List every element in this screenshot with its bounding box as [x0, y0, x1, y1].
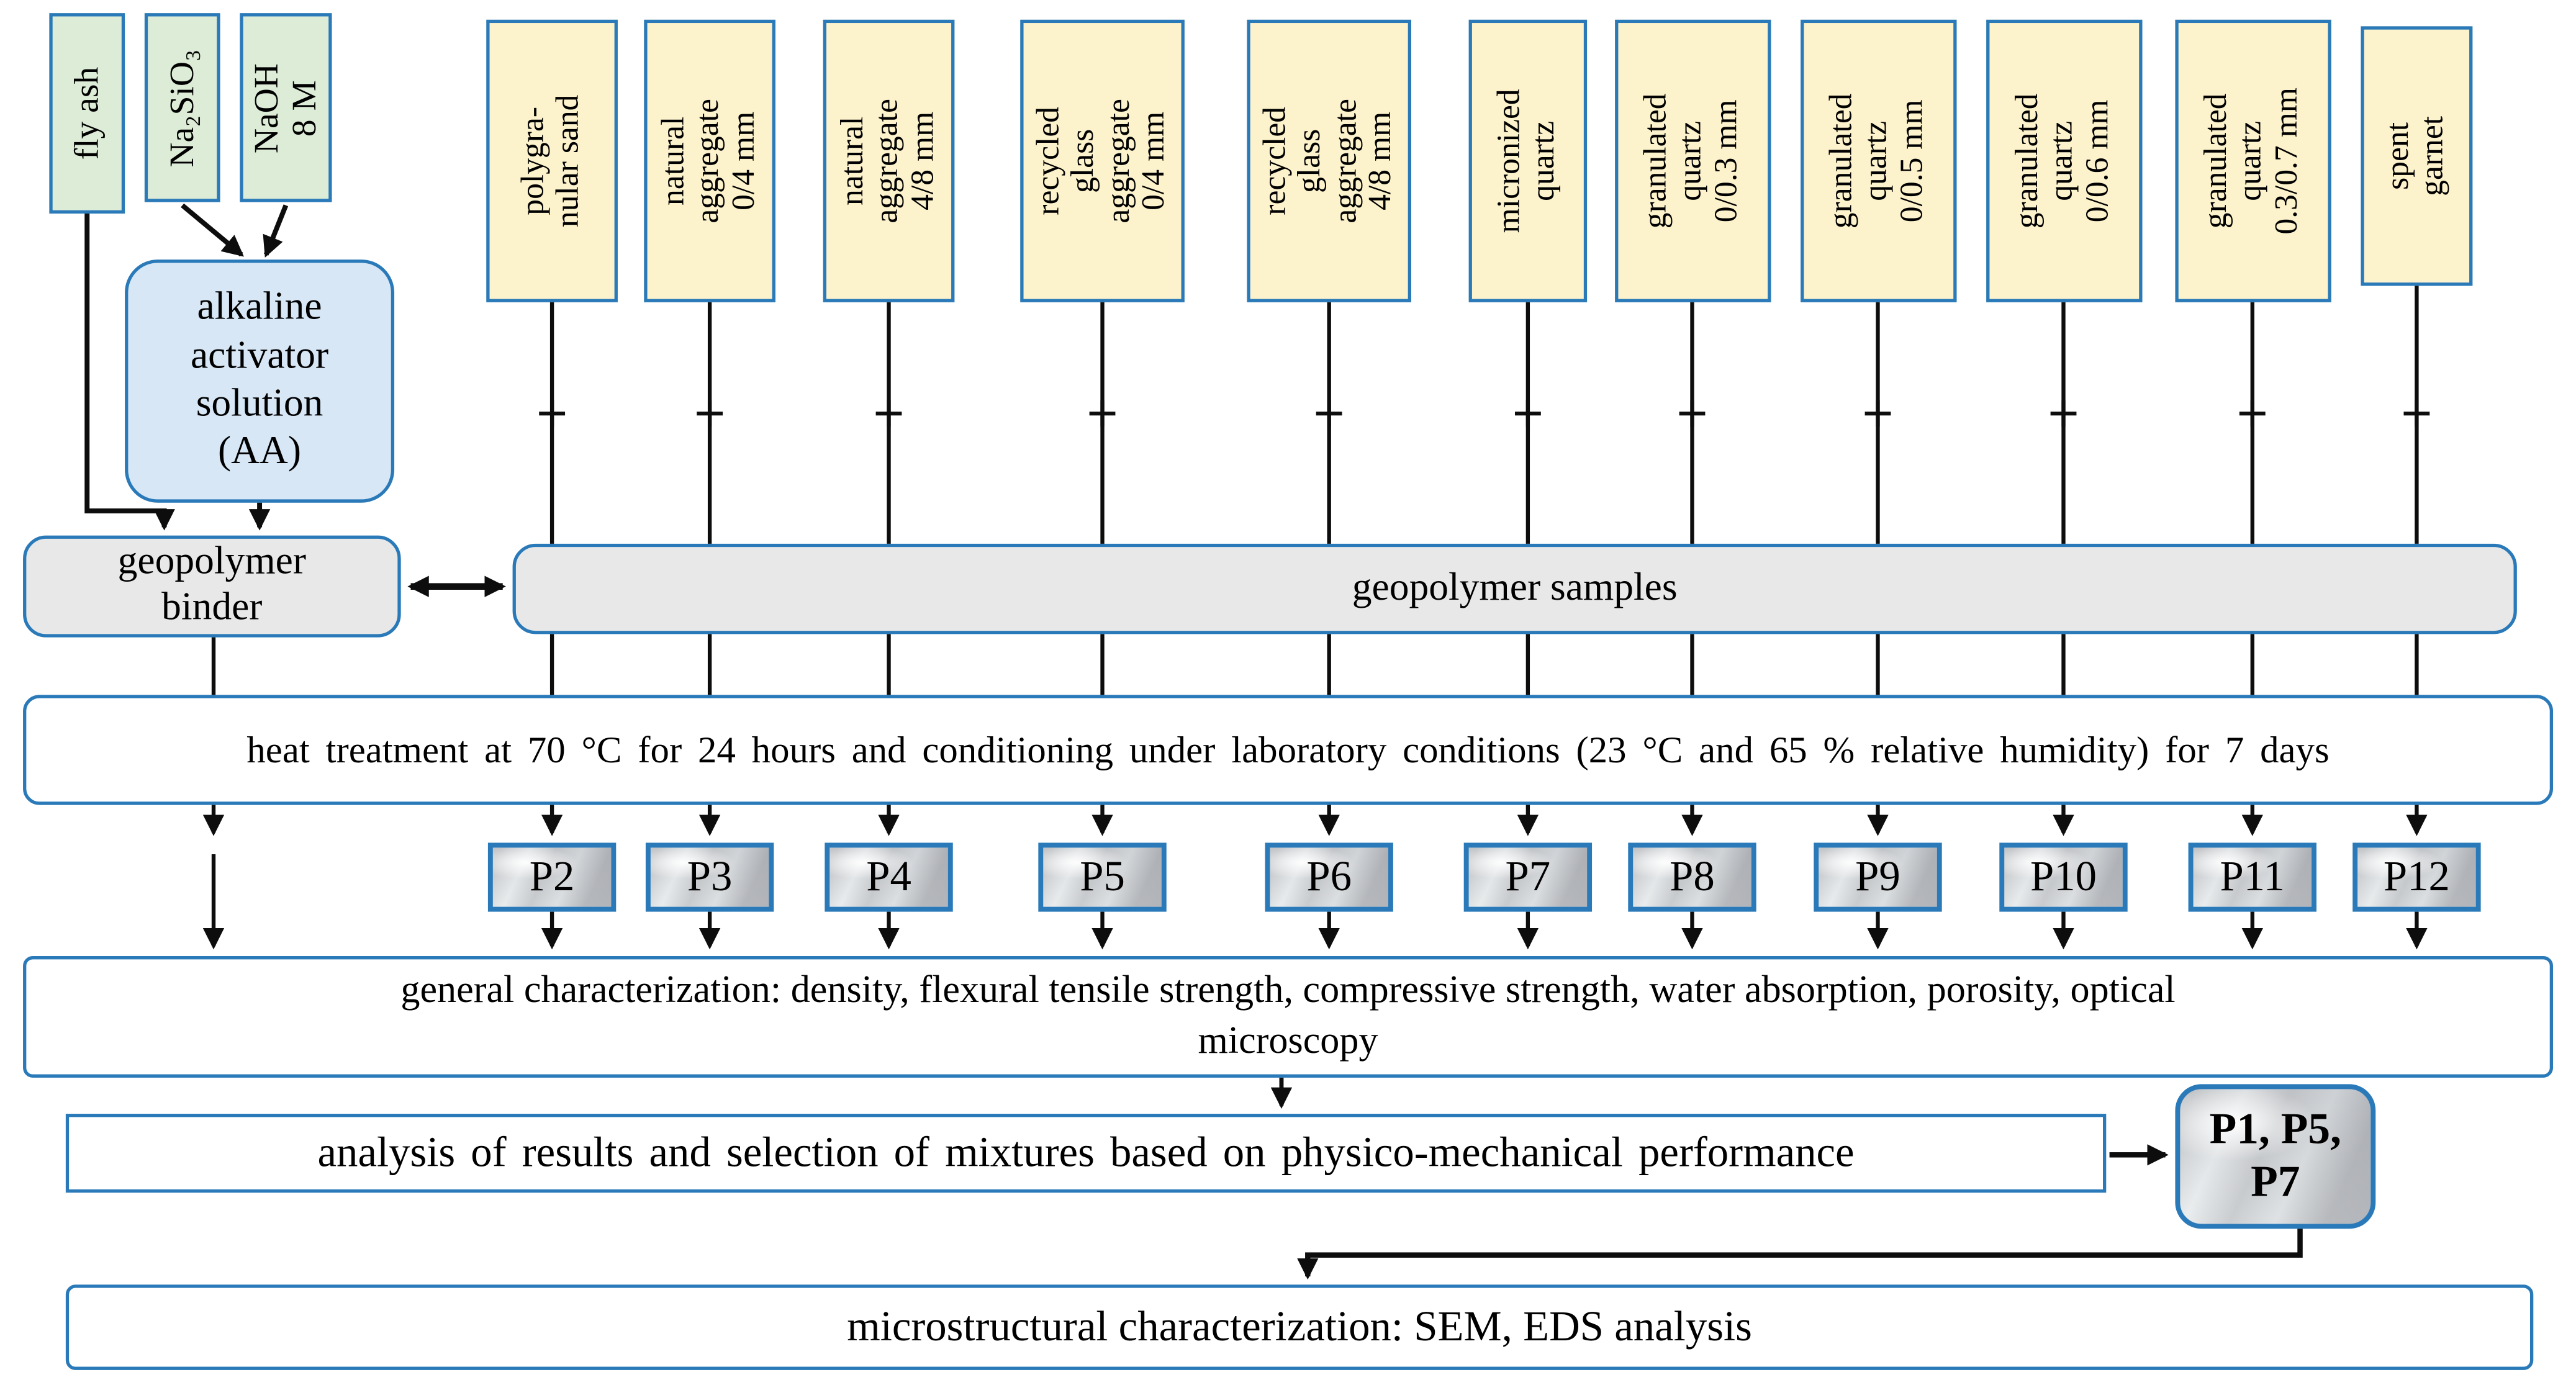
selected-samples-box: P1, P5, P7 [2175, 1084, 2376, 1229]
sample-box-P8: P8 [1628, 842, 1756, 912]
sample-box-P10: P10 [1999, 842, 2128, 912]
microstructural-box: microstructural characterization: SEM, E… [65, 1284, 2534, 1370]
sample-box-P2: P2 [487, 842, 617, 912]
plus-sign: + [694, 384, 726, 446]
arrow-sodium-silicate-to-aa [181, 203, 244, 257]
sodium-silicate-label: Na₂SiO₃ [161, 48, 202, 167]
sample-box-P3: P3 [645, 842, 774, 912]
sample-label: P2 [529, 852, 575, 900]
sample-box-P5: P5 [1038, 842, 1167, 912]
aggregate-box-1: polygra-nular sand [486, 19, 618, 302]
plus-sign: + [872, 384, 905, 446]
general-characterization-box: general characterization: density, flexu… [23, 956, 2554, 1078]
alkaline-activator-box: alkaline activator solution (AA) [125, 259, 395, 503]
sample-label: P3 [687, 852, 733, 900]
input-fly-ash-box: fly ash [49, 13, 125, 214]
input-sodium-silicate-box: Na₂SiO₃ [144, 13, 220, 202]
sample-label: P11 [2220, 852, 2285, 900]
sample-label: P4 [866, 852, 911, 900]
naoh-label: NaOH 8 M [246, 62, 324, 153]
sample-box-P11: P11 [2188, 842, 2317, 912]
plus-sign: + [2236, 384, 2269, 446]
plus-sign: + [1861, 384, 1894, 446]
analysis-label: analysis of results and selection of mix… [317, 1127, 1855, 1176]
aggregate-label: polygra-nular sand [517, 94, 587, 228]
sample-label: P12 [2383, 852, 2450, 900]
sample-label: P7 [1505, 852, 1551, 900]
alkaline-activator-label: alkaline activator solution (AA) [190, 286, 329, 474]
geopolymer-binder-label: geopolymer binder [117, 541, 307, 630]
plus-sign: + [1313, 384, 1345, 446]
geopolymer-binder-box: geopolymer binder [23, 535, 401, 638]
selected-samples-label: P1, P5, P7 [2209, 1104, 2342, 1206]
sample-label: P8 [1670, 852, 1715, 900]
microstructural-label: microstructural characterization: SEM, E… [847, 1302, 1752, 1350]
geopolymer-samples-label: geopolymer samples [1352, 567, 1678, 610]
sample-box-P7: P7 [1463, 842, 1593, 912]
heat-treatment-box: heat treatment at 70 °C for 24 hours and… [23, 695, 2554, 805]
geopolymer-samples-box: geopolymer samples [512, 543, 2517, 634]
analysis-box: analysis of results and selection of mix… [65, 1114, 2107, 1193]
plus-sign: + [1512, 384, 1544, 446]
plus-sign: + [536, 384, 568, 446]
sample-label: P6 [1306, 852, 1352, 900]
plus-sign: + [2047, 384, 2080, 446]
arrow-selected-to-microstructural [1297, 1229, 2303, 1280]
heat-treatment-label: heat treatment at 70 °C for 24 hours and… [246, 729, 2330, 770]
plus-sign: + [1086, 384, 1119, 446]
sample-box-P12: P12 [2352, 842, 2481, 912]
plus-sign: + [1676, 384, 1709, 446]
arrow-naoh-to-aa [263, 204, 289, 258]
general-characterization-label: general characterization: density, flexu… [400, 970, 2176, 1063]
input-naoh-box: NaOH 8 M [240, 13, 332, 202]
fly-ash-label: fly ash [66, 66, 106, 160]
sample-label: P10 [2030, 852, 2097, 900]
sample-box-P9: P9 [1814, 842, 1942, 912]
sample-box-P4: P4 [825, 842, 953, 912]
plus-sign: + [2400, 384, 2433, 446]
sample-box-P6: P6 [1265, 842, 1393, 912]
sample-label: P5 [1080, 852, 1125, 900]
sample-label: P9 [1855, 852, 1900, 900]
